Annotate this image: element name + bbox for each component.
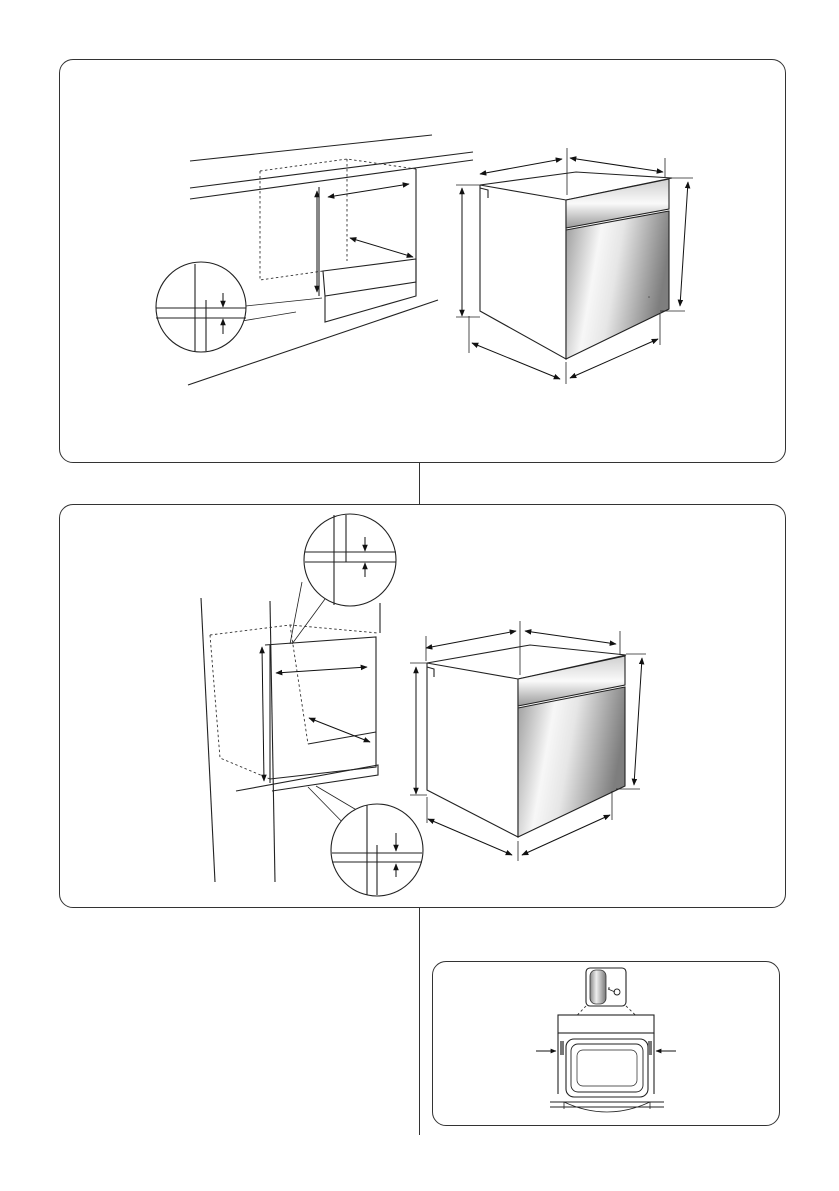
oven-appliance bbox=[427, 645, 626, 837]
niche-dimension-arrows bbox=[262, 647, 370, 781]
gap-detail-magnifier bbox=[156, 262, 322, 352]
connector-line-bottom bbox=[419, 908, 420, 1135]
connector-line-top bbox=[419, 463, 420, 504]
niche-dimension-arrows bbox=[317, 184, 413, 292]
under-counter-installation-diagram bbox=[60, 60, 787, 464]
oven-appliance bbox=[480, 172, 672, 359]
countertop bbox=[188, 135, 473, 385]
column-installation-diagram bbox=[60, 505, 787, 909]
oven-front bbox=[550, 1015, 664, 1112]
under-counter-installation-panel bbox=[59, 59, 786, 463]
bottom-gap-detail-magnifier bbox=[308, 786, 423, 896]
column-installation-panel bbox=[59, 504, 786, 908]
oven-fixing-panel bbox=[432, 961, 780, 1126]
cabinet-niche bbox=[260, 159, 416, 322]
oven-fixing-screws-diagram bbox=[433, 962, 781, 1127]
